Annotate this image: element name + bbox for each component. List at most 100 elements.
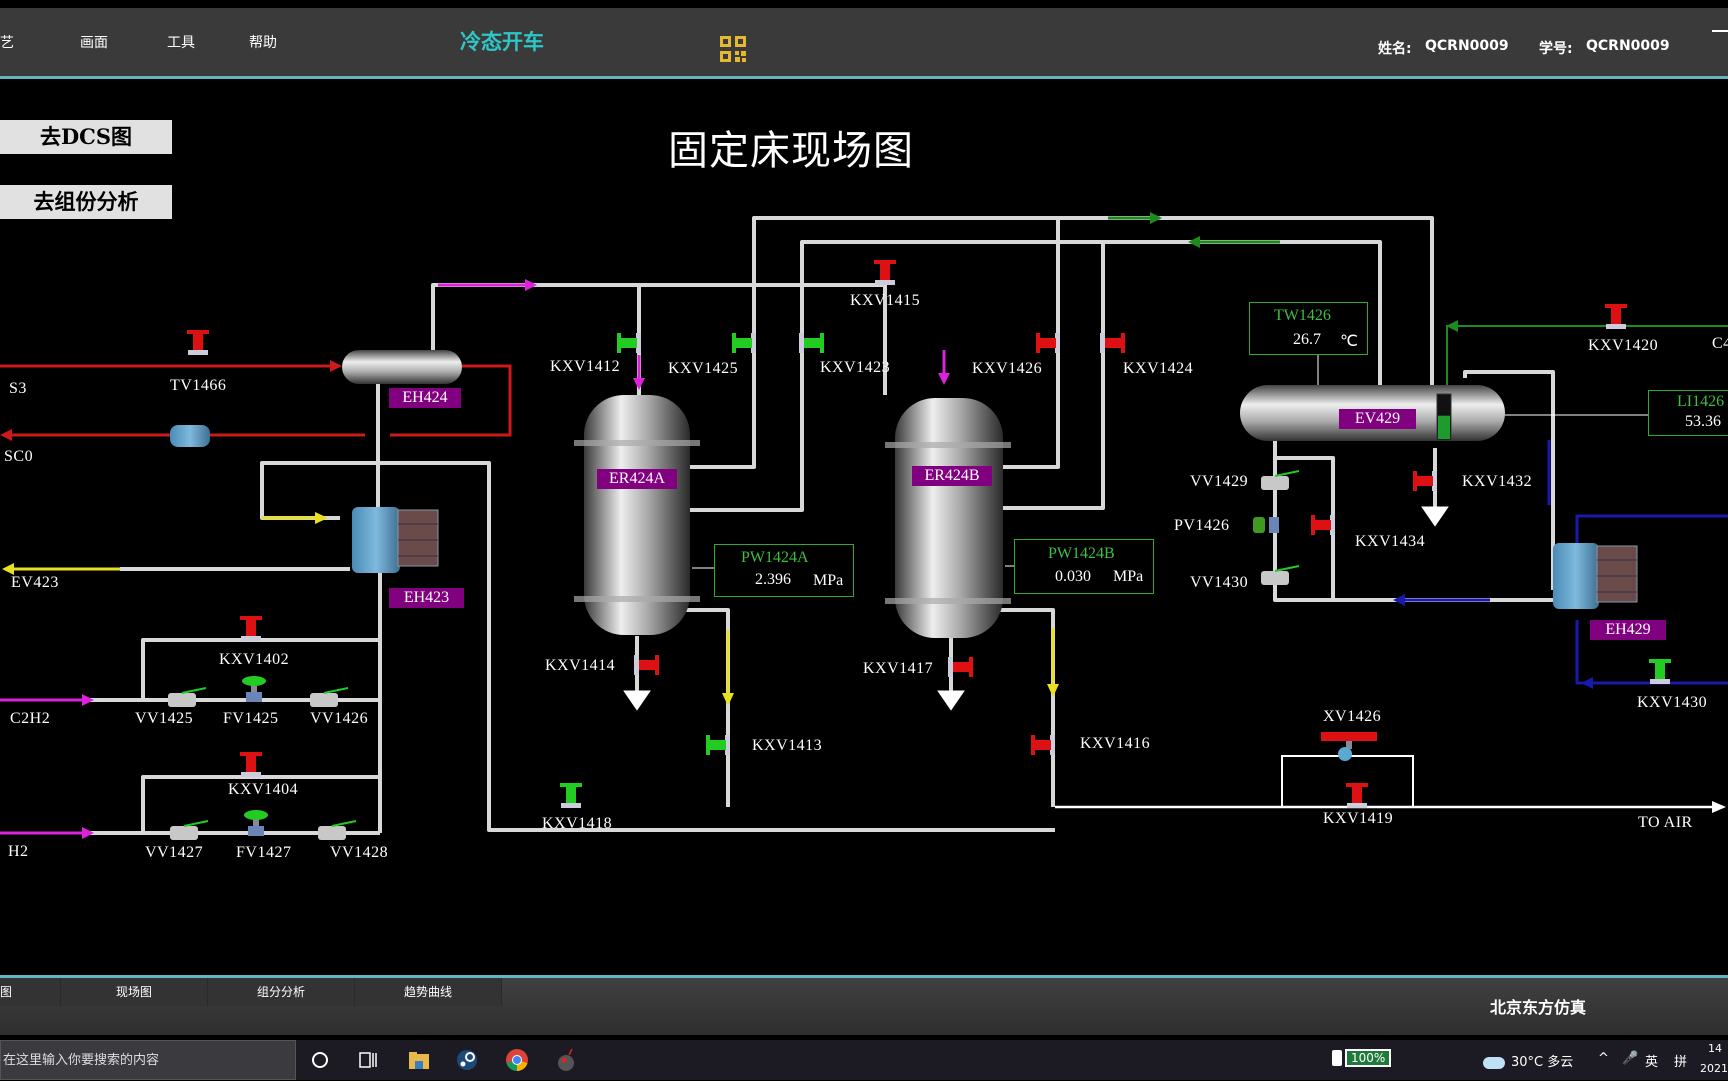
task-view-icon[interactable] bbox=[354, 1046, 382, 1074]
company-name: 北京东方仿真 bbox=[1489, 998, 1586, 1017]
valve-vv1428[interactable] bbox=[318, 820, 357, 840]
valve-tv1466[interactable] bbox=[187, 330, 209, 355]
valve-kxv1420[interactable] bbox=[1605, 304, 1627, 329]
chevron-up-icon[interactable]: ^ bbox=[1598, 1051, 1609, 1066]
equipment-tag-eh423[interactable]: EH423 bbox=[389, 588, 464, 608]
microphone-icon[interactable]: 🎤 bbox=[1622, 1051, 1639, 1066]
menu-process[interactable]: 艺 bbox=[0, 35, 14, 51]
chrome-icon[interactable] bbox=[503, 1046, 531, 1074]
valve-fv1425[interactable] bbox=[242, 676, 266, 702]
equipment-tag-eh424[interactable]: EH424 bbox=[389, 388, 461, 408]
sc0-strainer bbox=[170, 425, 210, 447]
pipe bbox=[1463, 370, 1555, 590]
valve-kxv1419[interactable] bbox=[1346, 783, 1368, 808]
stream-label-s3: S3 bbox=[9, 380, 27, 397]
mode-title: 冷态开车 bbox=[460, 30, 544, 54]
ime-language[interactable]: 英 bbox=[1645, 1055, 1659, 1070]
valve-label-vv1425: VV1425 bbox=[135, 710, 194, 727]
goto-dcs-button[interactable]: 去DCS图 bbox=[0, 120, 172, 154]
flow-arrow bbox=[315, 512, 328, 524]
valve-vv1429[interactable] bbox=[1261, 470, 1300, 490]
flow-arrow bbox=[722, 693, 734, 706]
indicator-unit: MPa bbox=[813, 572, 844, 589]
stream-label-c4: C4 bbox=[1712, 335, 1728, 352]
tab-composition[interactable]: 组分分析 bbox=[208, 978, 355, 1006]
tab-trend[interactable]: 趋势曲线 bbox=[355, 978, 502, 1006]
valve-vv1430[interactable] bbox=[1261, 565, 1300, 585]
menu-screen[interactable]: 画面 bbox=[80, 35, 108, 51]
flow-arrow bbox=[1446, 320, 1458, 332]
file-explorer-icon[interactable] bbox=[405, 1046, 433, 1074]
tab-dcs[interactable]: 图 bbox=[0, 978, 61, 1006]
indicator-pw1424a[interactable]: PW1424A 2.396 MPa bbox=[714, 544, 854, 597]
stream-label-h2: H2 bbox=[8, 843, 29, 860]
valve-pv1426[interactable] bbox=[1253, 517, 1279, 533]
indicator-li1426[interactable]: LI1426 53.36 bbox=[1648, 390, 1728, 436]
cloud-icon bbox=[1483, 1056, 1505, 1069]
bypass-line bbox=[1281, 755, 1414, 807]
eh423-heat-exchanger bbox=[352, 507, 439, 573]
battery-indicator[interactable]: 100% bbox=[1332, 1049, 1392, 1067]
valve-kxv1424[interactable] bbox=[1100, 333, 1125, 353]
stream-label-c2h2: C2H2 bbox=[10, 710, 51, 727]
drain-arrow bbox=[937, 690, 965, 711]
valve-kxv1426[interactable] bbox=[1036, 333, 1060, 353]
equipment-tag-ev429[interactable]: EV429 bbox=[1339, 409, 1416, 429]
valve-kxv1402[interactable] bbox=[240, 616, 262, 641]
valve-kxv1414[interactable] bbox=[634, 655, 659, 675]
cortana-icon[interactable] bbox=[306, 1046, 334, 1074]
pipe bbox=[260, 490, 340, 520]
coolant-supply-line bbox=[1575, 514, 1728, 550]
valve-label-kxv1413: KXV1413 bbox=[752, 737, 823, 754]
eh429-heat-exchanger bbox=[1553, 543, 1638, 609]
valve-kxv1404[interactable] bbox=[240, 752, 262, 777]
minimize-button[interactable] bbox=[1712, 30, 1728, 32]
weather-widget[interactable]: 30°C 多云 bbox=[1483, 1051, 1573, 1070]
valve-kxv1418[interactable] bbox=[560, 783, 582, 808]
valve-kxv1425[interactable] bbox=[732, 333, 756, 353]
valve-xv1426[interactable] bbox=[1321, 732, 1377, 761]
valve-kxv1434[interactable] bbox=[1311, 515, 1335, 535]
valve-kxv1417[interactable] bbox=[948, 657, 973, 677]
valve-kxv1423[interactable] bbox=[799, 333, 824, 353]
valve-kxv1430[interactable] bbox=[1649, 659, 1671, 684]
er424b-reactor bbox=[885, 398, 1011, 638]
indicator-pw1424b[interactable]: PW1424B 0.030 MPa bbox=[1014, 539, 1154, 594]
menu-help[interactable]: 帮助 bbox=[249, 35, 277, 51]
top-menu-bar: 艺 画面 工具 帮助 冷态开车 姓名: QCRN0009 学号: QCRN000… bbox=[0, 8, 1728, 79]
goto-analysis-button[interactable]: 去组份分析 bbox=[0, 185, 172, 219]
valve-vv1427[interactable] bbox=[170, 820, 209, 840]
simulator-app-icon[interactable] bbox=[552, 1046, 580, 1074]
clock-time[interactable]: 14 bbox=[1708, 1042, 1722, 1055]
equipment-tag-er424a[interactable]: ER424A bbox=[597, 469, 677, 489]
valve-label-tv1466: TV1466 bbox=[170, 377, 227, 394]
valve-kxv1416[interactable] bbox=[1031, 735, 1055, 755]
indicator-value: 0.030 bbox=[1055, 568, 1091, 585]
valve-kxv1413[interactable] bbox=[706, 735, 730, 755]
valve-vv1426[interactable] bbox=[310, 687, 349, 707]
pipe bbox=[1000, 608, 1055, 807]
valve-kxv1432[interactable] bbox=[1413, 471, 1437, 491]
qr-code-icon[interactable] bbox=[720, 36, 746, 62]
tab-field[interactable]: 现场图 bbox=[61, 978, 208, 1006]
battery-percent: 100% bbox=[1345, 1049, 1392, 1067]
valve-fv1427[interactable] bbox=[244, 810, 268, 836]
equipment-tag-eh429[interactable]: EH429 bbox=[1590, 620, 1666, 640]
valve-vv1425[interactable] bbox=[168, 687, 207, 707]
valve-kxv1415[interactable] bbox=[874, 260, 896, 285]
student-id-value: QCRN0009 bbox=[1586, 38, 1670, 54]
valve-label-xv1426: XV1426 bbox=[1323, 708, 1382, 725]
stream-label-to-air: TO AIR bbox=[1638, 814, 1693, 831]
equipment-tag-er424b[interactable]: ER424B bbox=[912, 466, 992, 486]
clock-date[interactable]: 2021 bbox=[1700, 1062, 1728, 1075]
menu-tools[interactable]: 工具 bbox=[167, 35, 195, 51]
indicator-tw1426[interactable]: TW1426 26.7 ℃ bbox=[1249, 302, 1368, 355]
indicator-name: PW1424B bbox=[1048, 545, 1115, 562]
ime-mode[interactable]: 拼 bbox=[1674, 1055, 1688, 1070]
steam-icon[interactable] bbox=[453, 1046, 481, 1074]
valve-kxv1412[interactable] bbox=[617, 333, 641, 353]
taskbar-search-input[interactable]: 在这里输入你要搜索的内容 bbox=[0, 1040, 296, 1080]
indicator-unit: MPa bbox=[1113, 568, 1144, 585]
pipe bbox=[1000, 218, 1060, 469]
